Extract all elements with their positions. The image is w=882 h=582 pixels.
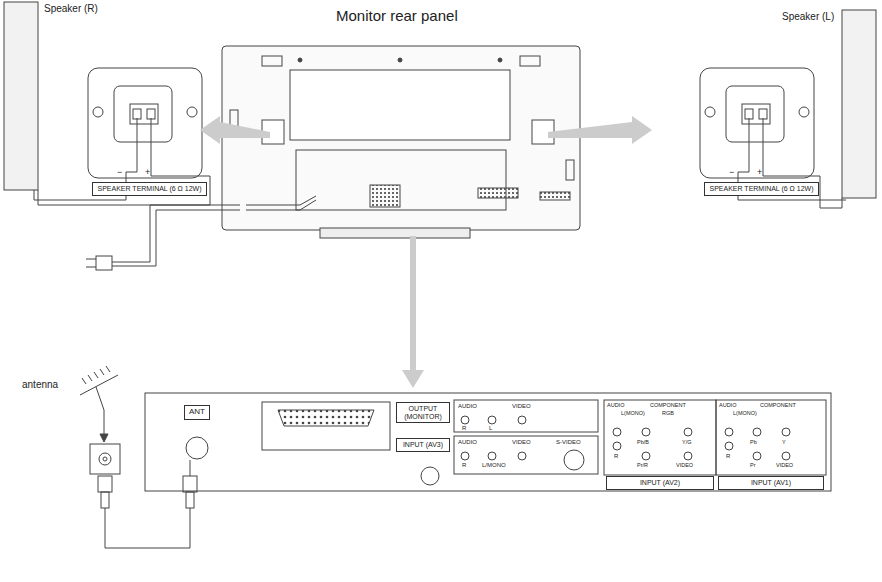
box-text: SPEAKER TERMINAL (6 Ω 12W) [97,185,201,192]
connector-label: RGB [662,411,674,417]
connector-label: AUDIO [719,403,736,409]
connector-label: − [729,168,734,177]
connector-label: VIDEO [776,463,793,469]
connector-label: + [757,168,762,177]
connector-label: Pb [750,440,757,446]
connector-label: L(MONO) [733,411,757,417]
part-name: antenna [22,380,58,390]
box-text: SPEAKER TERMINAL (6 Ω 12W) [709,185,813,192]
label-box: INPUT (AV3) [396,438,450,452]
part-name: Speaker (R) [44,4,98,14]
box-text: OUTPUT (MONITOR) [404,405,442,420]
part-name: Monitor rear panel [336,8,458,23]
label-box: INPUT (AV1) [718,476,824,490]
connector-label: + [145,168,150,177]
box-text: ANT [189,407,205,416]
box-text: INPUT (AV2) [640,479,680,486]
connector-label: R [462,462,466,468]
connector-label: L/MONO [482,462,506,468]
label-box: SPEAKER TERMINAL (6 Ω 12W) [704,182,819,196]
connector-label: R [614,453,618,459]
connector-label: VIDEO [512,439,531,445]
connector-label: Pr [750,463,756,469]
connector-label: S-VIDEO [556,439,581,445]
connector-label: AUDIO [458,439,477,445]
connector-label: R [726,453,730,459]
connector-label: Y/G [682,440,691,446]
connector-label: COMPONENT [760,403,796,409]
label-box: SPEAKER TERMINAL (6 Ω 12W) [92,182,207,196]
connector-label: Pr/R [637,463,648,469]
connector-label: Y [782,440,786,446]
connector-label: AUDIO [607,403,624,409]
connector-label: Pb/B [637,440,649,446]
connector-label: L [489,425,492,431]
box-text: INPUT (AV3) [403,441,443,448]
connector-label: R [462,425,466,431]
connector-label: − [117,168,122,177]
connector-label: VIDEO [676,463,693,469]
connector-label: AUDIO [458,403,477,409]
part-name: Speaker (L) [782,12,834,22]
connector-label: VIDEO [512,403,531,409]
connector-label: L(MONO) [621,411,645,417]
connector-label: COMPONENT [650,403,686,409]
box-text: INPUT (AV1) [751,479,791,486]
label-box: INPUT (AV2) [606,476,714,490]
label-box: ANT [184,405,210,420]
label-box: OUTPUT (MONITOR) [396,402,450,423]
